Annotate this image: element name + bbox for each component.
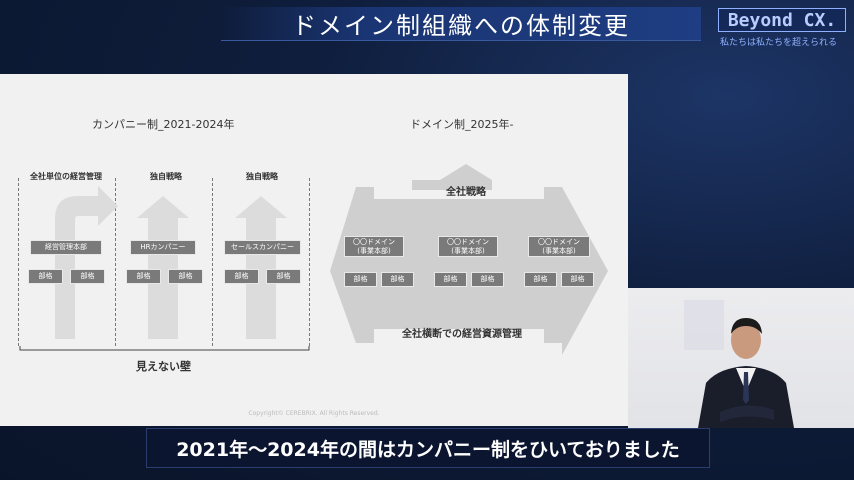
divider-line [309, 178, 310, 346]
bracket-line [19, 346, 310, 351]
left-arrows [19, 164, 608, 355]
page-title: ドメイン制組織への体制変更 [292, 12, 630, 40]
unit-block: HRカンパニー [130, 240, 196, 255]
divider-line [115, 178, 116, 346]
logo-text: Beyond CX. [727, 9, 837, 31]
cross-arrow-body-icon [330, 187, 608, 355]
dept-block: 部格 [381, 272, 414, 287]
speaker-arms [720, 405, 774, 422]
unit-block: 経営管理本部 [30, 240, 102, 255]
speaker-video [628, 288, 854, 428]
divider-line [18, 178, 19, 346]
divider-line [212, 178, 213, 346]
domain-block: 〇〇ドメイン (事業本部) [438, 236, 498, 257]
speaker-tie [743, 372, 749, 404]
dept-block: 部格 [28, 269, 63, 284]
right-diagram-title: ドメイン制_2025年- [410, 118, 514, 131]
title-bar: ドメイン制組織への体制変更 [221, 7, 701, 41]
domain-block: 〇〇ドメイン (事業本部) [528, 236, 590, 257]
bottom-label-right: 全社横断での経営資源管理 [402, 329, 522, 340]
left-column-label-1: 全社単位の経営管理 [30, 172, 102, 181]
presentation-slide: カンパニー制_2021-2024年 全社単位の経営管理 独自戦略 独自戦略 経営… [0, 74, 628, 426]
speaker-face [731, 321, 761, 359]
dept-block: 部格 [471, 272, 504, 287]
unit-block: セールスカンパニー [224, 240, 301, 255]
top-strategy-label: 全社戦略 [446, 187, 486, 198]
bent-arrow-icon [55, 186, 118, 339]
left-column-label-2: 独自戦略 [150, 172, 182, 181]
dept-block: 部格 [524, 272, 557, 287]
dept-block: 部格 [344, 272, 377, 287]
dept-block: 部格 [168, 269, 203, 284]
dept-block: 部格 [561, 272, 594, 287]
logo-tagline: 私たちは私たちを超えられる [720, 38, 838, 48]
dept-block: 部格 [126, 269, 161, 284]
dept-block: 部格 [224, 269, 259, 284]
copyright-text: Copyright© CEREBRIX. All Rights Reserved… [248, 410, 380, 417]
cross-arrow-top-icon [412, 164, 492, 190]
left-column-label-3: 独自戦略 [246, 172, 278, 181]
left-diagram-title: カンパニー制_2021-2024年 [92, 118, 235, 131]
caption-text: 2021年〜2024年の間はカンパニー制をひいておりました [176, 438, 680, 461]
dept-block: 部格 [70, 269, 105, 284]
brand-logo: Beyond CX. 私たちは私たちを超えられる [718, 8, 846, 48]
speaker-hair [731, 318, 762, 334]
bottom-label-left: 見えない壁 [136, 360, 191, 373]
dept-block: 部格 [266, 269, 301, 284]
up-arrow-icon [235, 196, 287, 339]
logo-box: Beyond CX. [718, 8, 846, 32]
up-arrow-icon [137, 196, 189, 339]
subtitle-caption: 2021年〜2024年の間はカンパニー制をひいておりました [146, 428, 710, 468]
speaker-figure [684, 300, 794, 428]
domain-block: 〇〇ドメイン (事業本部) [344, 236, 404, 257]
dept-block: 部格 [434, 272, 467, 287]
